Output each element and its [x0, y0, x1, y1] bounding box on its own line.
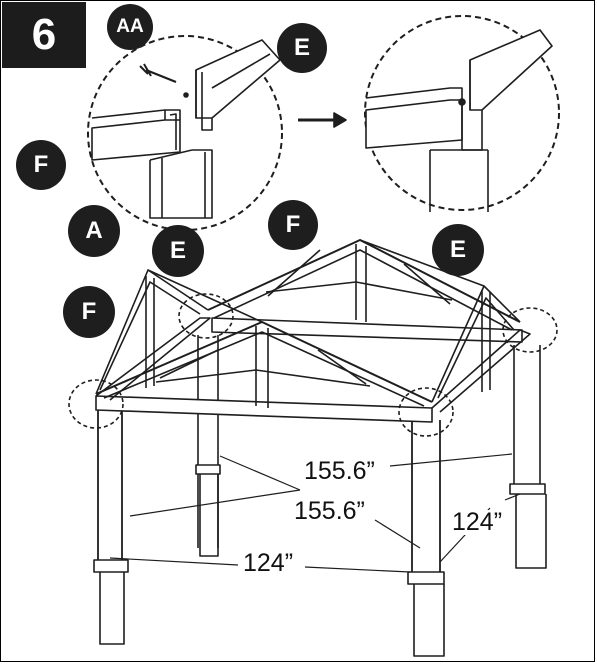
callout-e-detail: E — [277, 23, 327, 73]
arrow-right-icon — [298, 112, 347, 128]
callout-f-detail: F — [16, 140, 66, 190]
dimension-diagonal-front: 155.6” — [292, 497, 367, 525]
callout-e-right: E — [432, 224, 484, 276]
detail-circle-after — [364, 15, 560, 212]
callout-a-detail: A — [68, 205, 120, 257]
callout-f-top: F — [268, 200, 318, 250]
callout-aa: AA — [107, 4, 153, 50]
dimension-side-right: 124” — [450, 508, 505, 536]
callout-e-left: E — [152, 225, 204, 277]
step-number: 6 — [2, 2, 86, 68]
dimension-diagonal-back: 155.6” — [302, 457, 377, 485]
dimension-side-front: 124” — [241, 549, 296, 577]
detail-circle-before — [87, 35, 283, 231]
dimension-lines — [109, 453, 521, 573]
gazebo-frame — [68, 239, 558, 657]
callout-f-left: F — [63, 286, 115, 338]
